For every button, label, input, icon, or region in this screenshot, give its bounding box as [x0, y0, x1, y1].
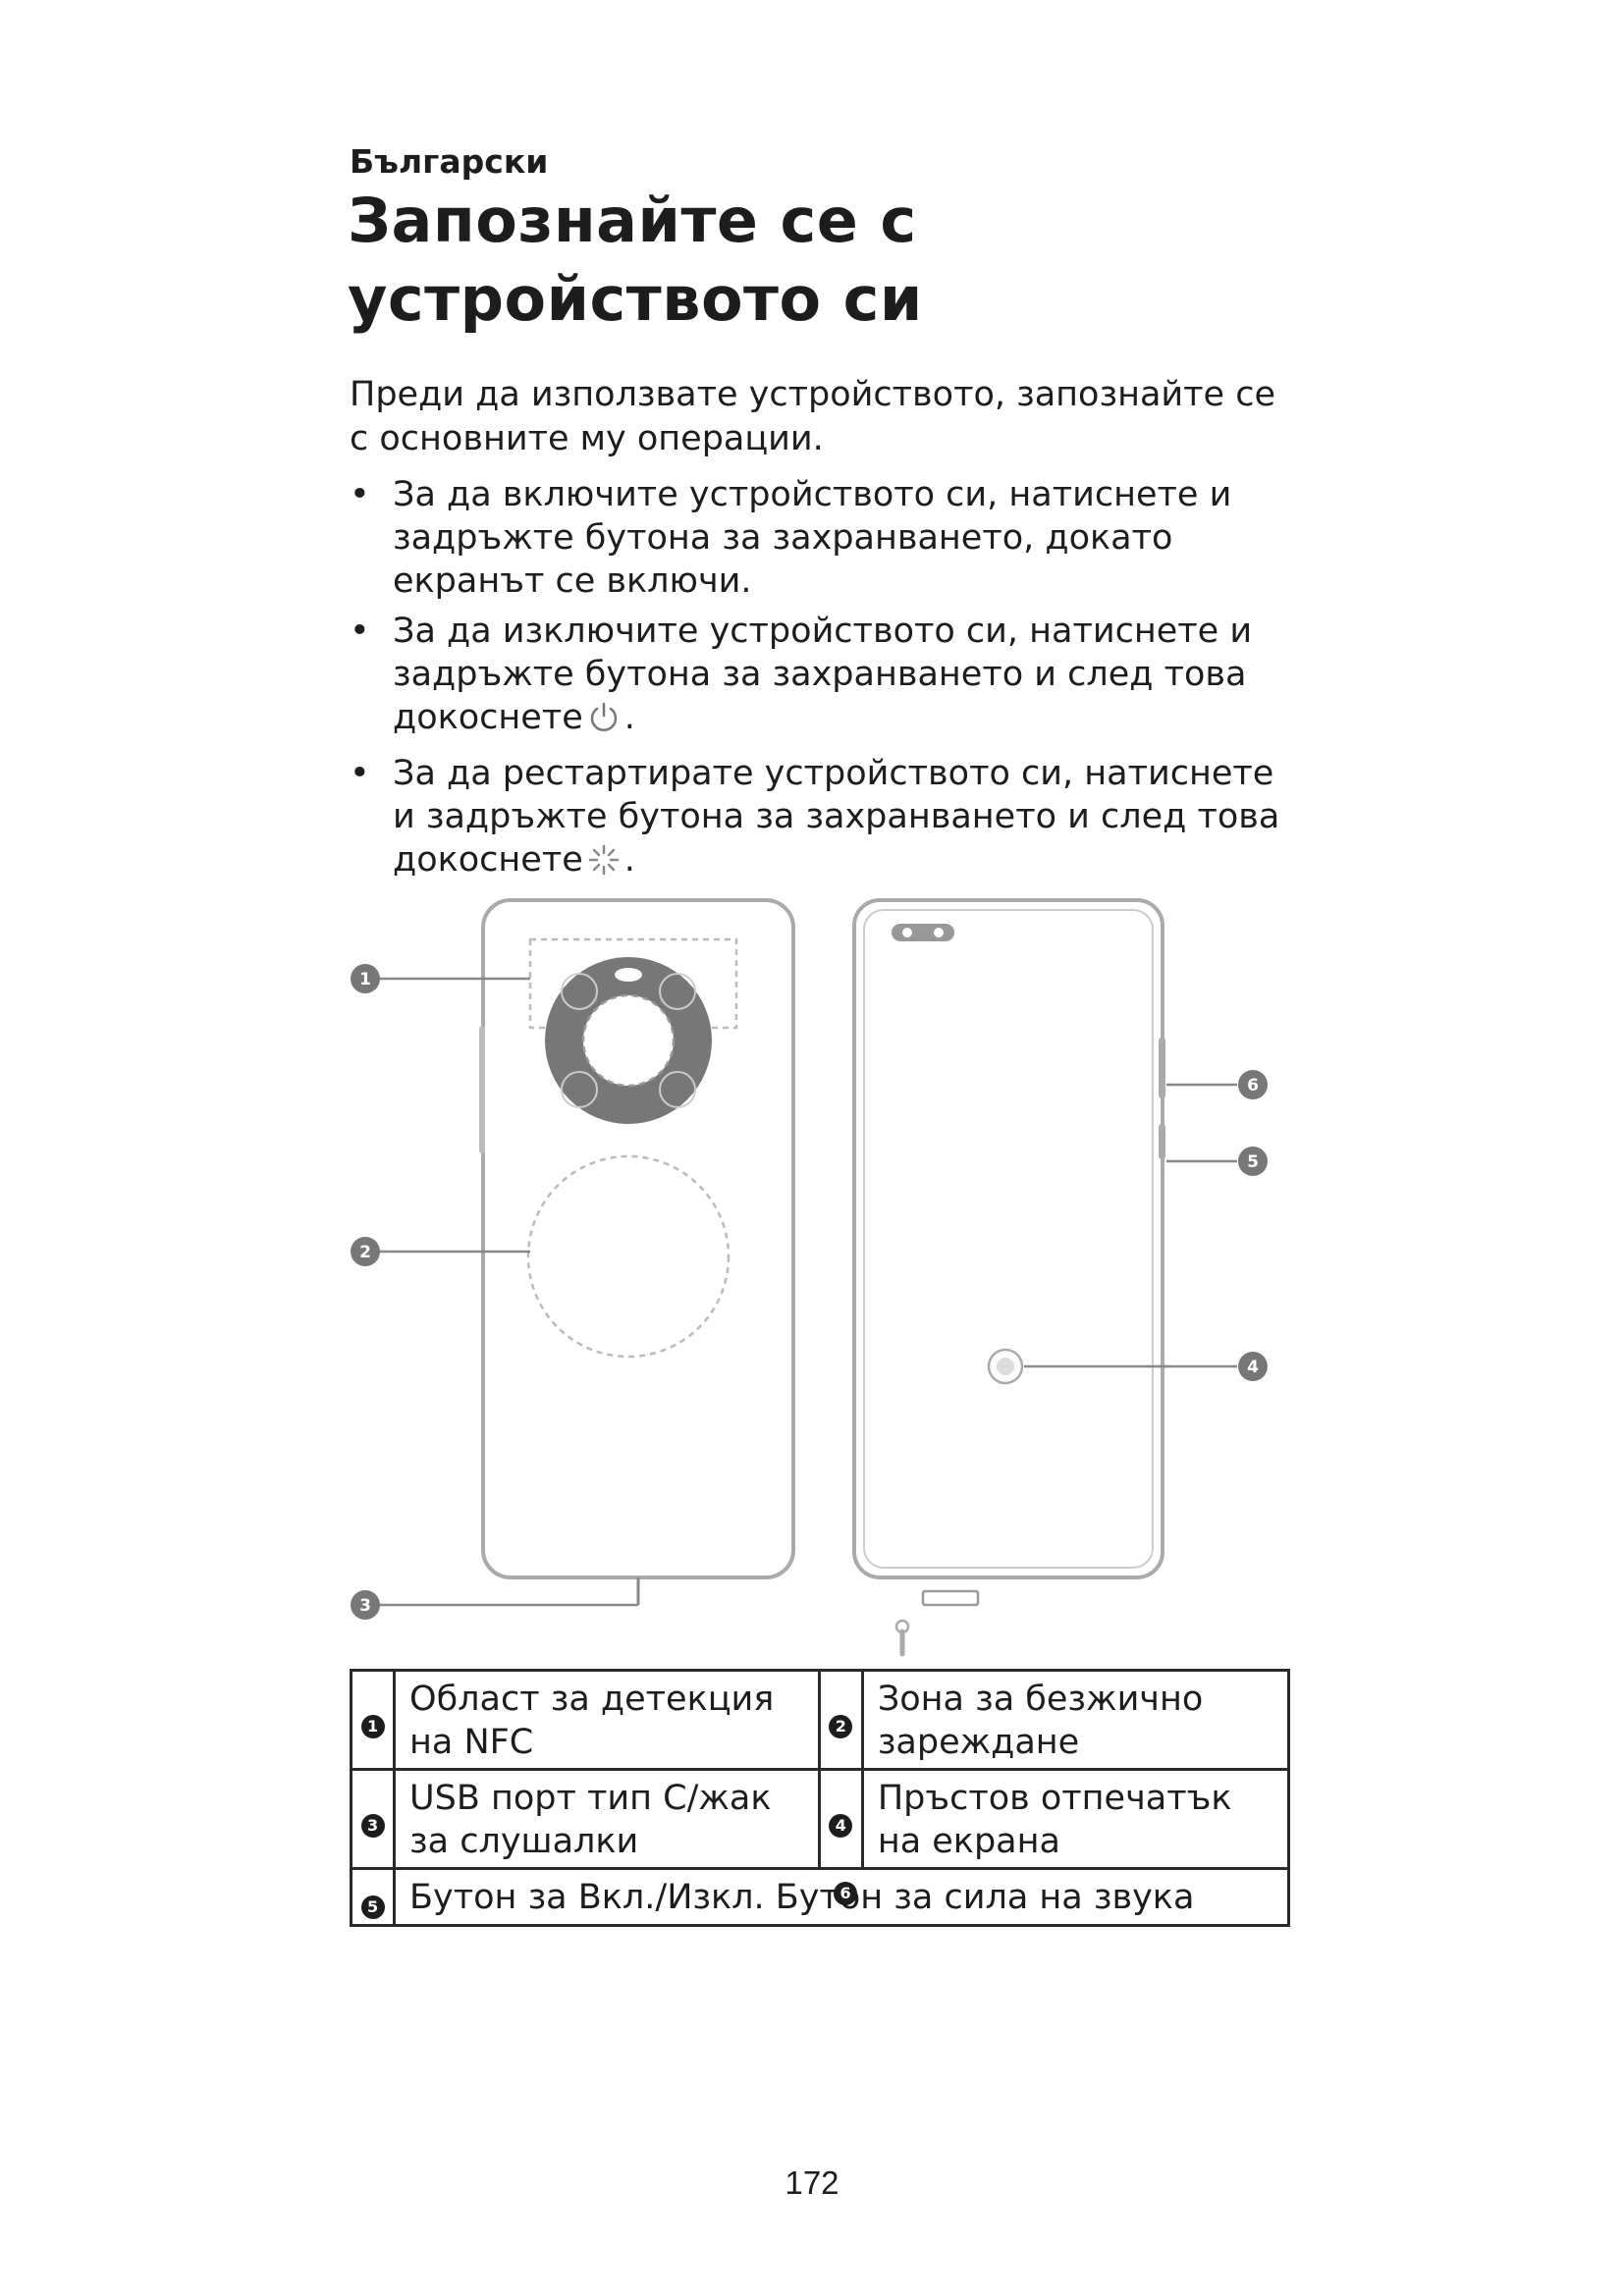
callout-marker: 5 — [1238, 1147, 1268, 1176]
legend-text: Бутон за Вкл./Изкл. Бутон за сила на зву… — [393, 1867, 1290, 1927]
callout-marker: 4 — [1238, 1352, 1268, 1381]
language-label: Български — [350, 142, 549, 181]
legend-table: 1 Област за детекция на NFC 2 Зона за бе… — [349, 1669, 1291, 1927]
legend-text: Област за детекция на NFC — [393, 1669, 821, 1771]
phone-front — [852, 898, 1165, 1657]
page-number: 172 — [785, 2164, 839, 2201]
svg-text:2: 2 — [359, 1243, 371, 1262]
table-row: 3 USB порт тип C/жак за слушалки 4 Пръст… — [349, 1768, 1291, 1870]
instruction-list: • За да включите устройството си, натисн… — [350, 473, 1292, 894]
legend-number: 1 — [349, 1669, 397, 1771]
svg-text:3: 3 — [359, 1596, 371, 1616]
svg-text:1: 1 — [359, 970, 371, 989]
list-item-punct: . — [623, 840, 635, 880]
legend-number: 2 — [817, 1669, 864, 1771]
power-icon — [587, 701, 621, 745]
list-item: • За да изключите устройството си, натис… — [350, 610, 1292, 745]
legend-number: 3 — [349, 1768, 397, 1870]
list-item-text: За да изключите устройството си, натисне… — [393, 612, 1253, 737]
legend-number-overlay: 6 — [834, 1882, 858, 1905]
list-item: • За да включите устройството си, натисн… — [350, 473, 1292, 603]
list-item-text: За да рестартирате устройството си, нати… — [393, 754, 1280, 880]
callout-marker: 3 — [351, 1590, 380, 1620]
callout-marker: 1 — [351, 964, 380, 993]
phone-back — [479, 898, 795, 1605]
svg-text:5: 5 — [1247, 1152, 1259, 1172]
legend-text: USB порт тип C/жак за слушалки — [393, 1768, 821, 1870]
legend-text: Зона за безжично зареждане — [860, 1669, 1291, 1771]
list-item: • За да рестартирате устройството си, на… — [350, 752, 1292, 887]
device-illustration: 1 2 3 4 5 6 — [344, 888, 1286, 1664]
callout-marker: 6 — [1238, 1070, 1268, 1099]
page-title: Запознайте се с устройството си — [348, 185, 923, 335]
list-item-text: За да включите устройството си, натиснет… — [393, 475, 1232, 601]
legend-number: 5 — [349, 1867, 397, 1927]
legend-text: Пръстов отпечатък на екрана — [860, 1768, 1291, 1870]
list-item-punct: . — [623, 698, 635, 737]
table-row: 5 Бутон за Вкл./Изкл. Бутон за сила на з… — [349, 1867, 1290, 1927]
legend-number: 4 — [817, 1768, 864, 1870]
svg-text:6: 6 — [1247, 1076, 1259, 1095]
bullet-marker: • — [350, 754, 370, 793]
bullet-marker: • — [350, 475, 370, 514]
bullet-marker: • — [350, 612, 370, 651]
intro-paragraph: Преди да използвате устройството, запозн… — [350, 375, 1275, 458]
svg-text:4: 4 — [1247, 1358, 1259, 1377]
table-row: 1 Област за детекция на NFC 2 Зона за бе… — [349, 1669, 1291, 1771]
callout-marker: 2 — [351, 1237, 380, 1266]
restart-icon — [587, 843, 621, 887]
